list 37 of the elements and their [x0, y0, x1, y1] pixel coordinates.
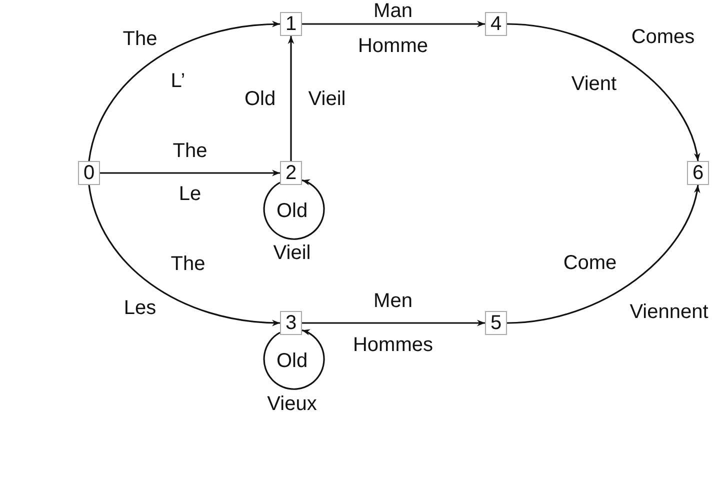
state-box: 2 [280, 161, 302, 185]
translation-label: Vieux [267, 394, 317, 414]
edge-label: The [122, 29, 158, 49]
edge-label: Comes [631, 27, 695, 47]
edge-label: The [172, 141, 208, 161]
translation-label: Homme [358, 36, 428, 56]
translation-label: Vient [571, 74, 617, 94]
arrow [506, 23, 700, 162]
state-box: 5 [485, 311, 507, 335]
edge-label: Men [374, 291, 412, 311]
arrow [288, 36, 294, 161]
edge-label: Come [563, 253, 617, 273]
translation-label: Hommes [353, 335, 433, 355]
arrow [302, 320, 485, 326]
edge-label: Old [276, 351, 308, 371]
edge-label: Old [244, 89, 276, 109]
state-box: 1 [280, 12, 302, 36]
translation-label: Vieil [308, 89, 346, 109]
edge-label: Man [374, 1, 412, 21]
arrow [88, 21, 280, 162]
arrow [302, 20, 485, 28]
self-loop-arrow [263, 179, 325, 240]
translation-label: Vieil [273, 243, 311, 263]
translation-label: Les [124, 298, 156, 318]
edge-label: Old [276, 201, 308, 221]
edge-label: The [170, 254, 206, 274]
self-loop-arrow [263, 329, 325, 390]
state-box: 4 [485, 12, 507, 36]
arrow [88, 184, 280, 326]
state-box: 3 [280, 311, 302, 335]
arrow [506, 184, 700, 324]
arrow [100, 170, 280, 176]
state-box: 6 [687, 161, 709, 185]
translation-label: L’ [170, 71, 186, 91]
translation-label: Viennent [630, 302, 708, 322]
translation-label: Le [178, 184, 202, 204]
state-box: 0 [78, 161, 100, 185]
